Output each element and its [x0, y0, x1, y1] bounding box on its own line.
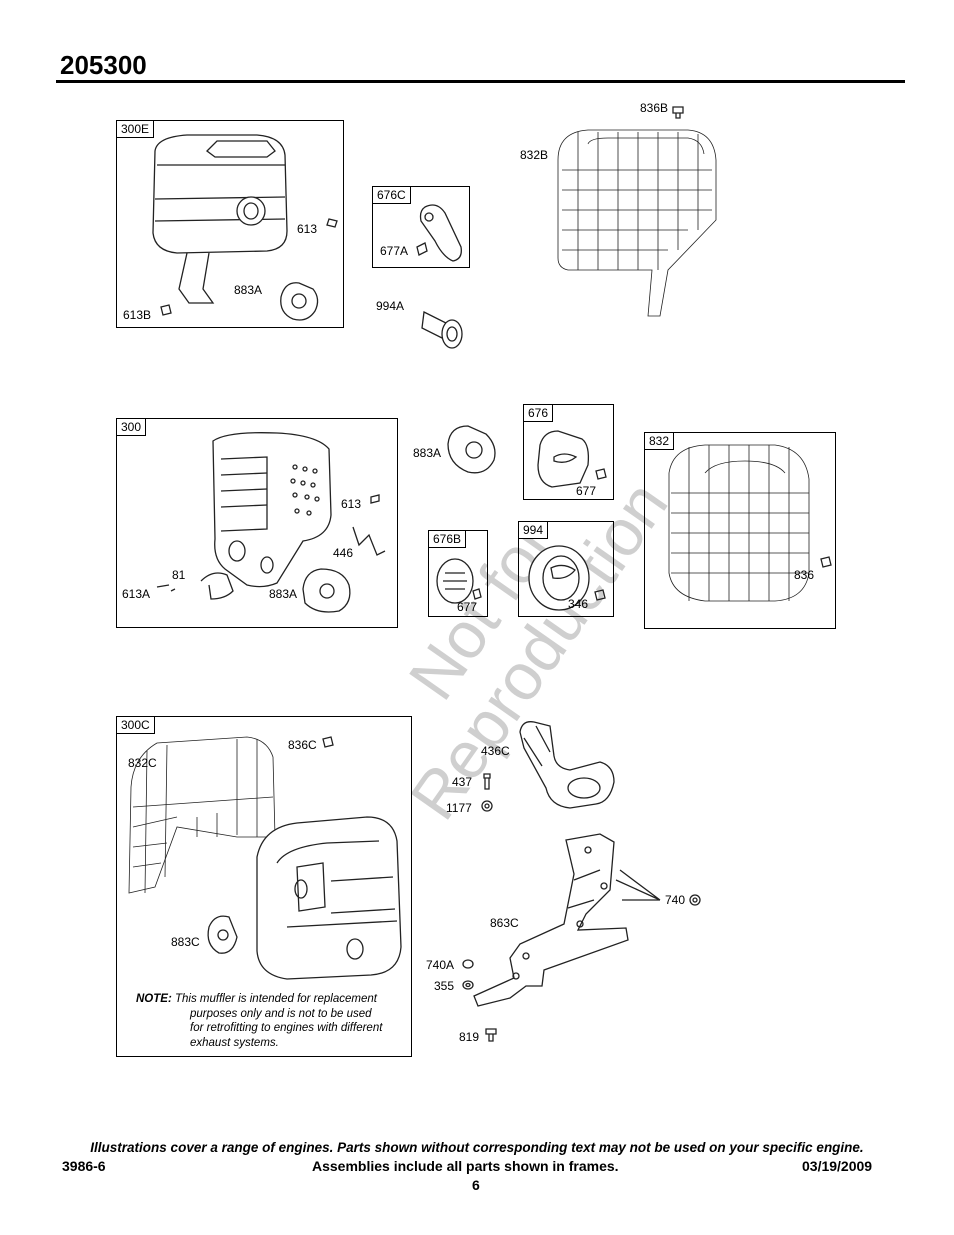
note-prefix: NOTE:: [136, 993, 172, 1005]
muffler-300E-drawing: [152, 134, 338, 321]
frame-300: 300 613 446 81 613A 883A: [116, 418, 398, 628]
part-label-1177: 1177: [446, 801, 472, 815]
part-label-677: 677: [576, 484, 597, 498]
part-label-819: 819: [459, 1030, 480, 1044]
note-line-1: This muffler is intended for replacement: [174, 993, 377, 1005]
footer-assemblies-note: Assemblies include all parts shown in fr…: [312, 1158, 619, 1174]
page-title: 205300: [60, 50, 147, 80]
part-label-863C: 863C: [490, 916, 519, 930]
spark-arrestor-994A-drawing: [421, 311, 463, 349]
part-label-740A: 740A: [426, 958, 455, 972]
part-label-883A: 883A: [234, 283, 263, 297]
frame-676C: 676C 677A: [372, 186, 470, 268]
frame-tag-832: 832: [645, 433, 675, 450]
part-label-355: 355: [434, 979, 455, 993]
part-label-832B: 832B: [520, 148, 549, 162]
note-line-3: for retrofitting to engines with differe…: [190, 1022, 383, 1034]
part-label-883A: 883A: [413, 446, 442, 460]
part-label-677A: 677A: [380, 244, 409, 258]
note-line-4: exhaust systems.: [190, 1036, 279, 1049]
frame-tag-300: 300: [117, 419, 147, 436]
bolt-437-icon: [483, 773, 491, 790]
part-label-883C: 883C: [171, 935, 200, 949]
deflector-676C-drawing: [416, 204, 462, 262]
frame-676B: 676B 677: [428, 530, 488, 617]
frame-994: 994 346: [518, 521, 614, 617]
part-label-994A: 994A: [376, 299, 405, 313]
washer-355-icon: [462, 980, 474, 990]
deflector-676-drawing: [537, 430, 607, 488]
frame-tag-676: 676: [524, 405, 554, 422]
muffler-300-drawing: [156, 432, 386, 613]
part-label-81: 81: [172, 568, 186, 582]
part-label-346: 346: [568, 597, 589, 611]
replacement-note: NOTE: This muffler is intended for repla…: [136, 992, 394, 1050]
frame-tag-300E: 300E: [117, 121, 155, 138]
part-label-613A: 613A: [122, 587, 151, 601]
footer-disclaimer: Illustrations cover a range of engines. …: [90, 1140, 864, 1155]
exhaust-elbow-436C-drawing: [519, 721, 615, 809]
bracket-863C-drawing: [473, 833, 661, 1007]
deflector-676B-drawing: [436, 558, 482, 604]
part-label-883A: 883A: [269, 587, 298, 601]
part-label-437: 437: [452, 775, 473, 789]
frame-tag-676C: 676C: [373, 187, 411, 204]
part-label-613: 613: [297, 222, 318, 236]
frame-676: 676 677: [523, 404, 614, 500]
part-label-613B: 613B: [123, 308, 152, 322]
part-label-677: 677: [457, 600, 478, 614]
frame-300E: 300E 613 883A 613B: [116, 120, 344, 328]
guard-832-drawing: [668, 444, 832, 602]
muffler-300C-drawing: [128, 736, 402, 980]
nut-1177-icon: [481, 800, 493, 812]
gasket-883A-drawing: [447, 425, 496, 474]
part-label-740: 740: [665, 893, 686, 907]
footer-date: 03/19/2009: [802, 1158, 873, 1174]
spark-arrestor-994-drawing: [528, 545, 606, 611]
page-number: 6: [472, 1177, 480, 1193]
part-label-836B: 836B: [640, 101, 669, 115]
part-label-836: 836: [794, 568, 815, 582]
part-label-446: 446: [333, 546, 354, 560]
title-rule: [56, 80, 905, 83]
bolt-836B-icon: [672, 106, 684, 119]
footer-doc-number: 3986-6: [62, 1158, 106, 1174]
frame-tag-676B: 676B: [429, 531, 467, 548]
guard-832B-drawing: [557, 129, 717, 317]
frame-832: 832 836: [644, 432, 836, 629]
part-label-832C: 832C: [128, 756, 157, 770]
bolt-819-icon: [485, 1028, 497, 1042]
nut-740A-icon: [462, 959, 474, 969]
note-line-2: purposes only and is not to be used: [190, 1007, 372, 1020]
part-label-613: 613: [341, 497, 362, 511]
part-label-836C: 836C: [288, 738, 317, 752]
frame-tag-300C: 300C: [117, 717, 155, 734]
part-label-436C: 436C: [481, 744, 510, 758]
nut-740-icon: [689, 894, 701, 906]
frame-300C: 300C 836C 832C 883C: [116, 716, 412, 1057]
frame-tag-994: 994: [519, 522, 549, 539]
